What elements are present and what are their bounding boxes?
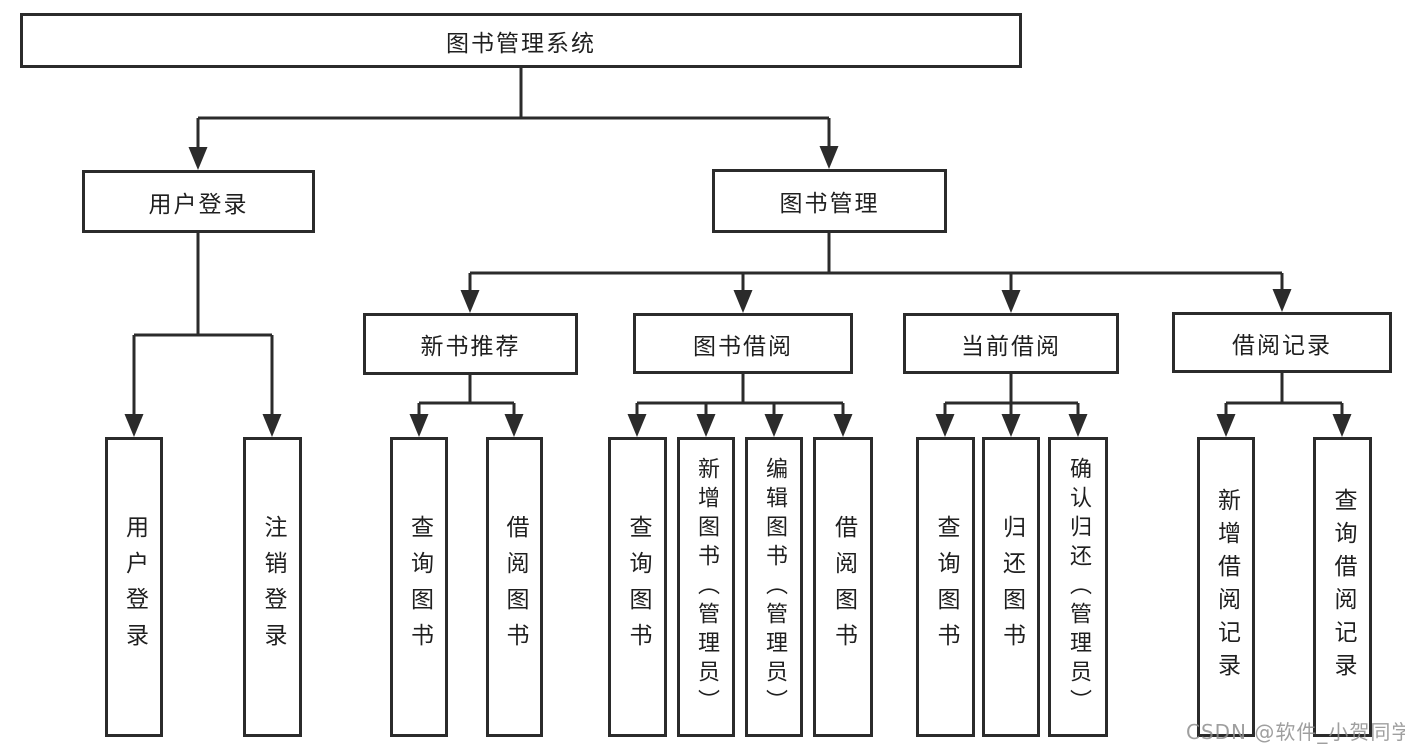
- watermark: CSDN @软件_小贺同学: [1186, 720, 1405, 744]
- node-user-login: 用户登录: [82, 170, 315, 233]
- node-book-management: 图书管理: [712, 169, 947, 233]
- leaf-logout: 注销登录: [243, 437, 302, 737]
- leaf-borrowing-query-books: 查询图书: [608, 437, 667, 737]
- leaf-borrowing-add-books-admin: 新增图书（管理员）: [677, 437, 735, 737]
- node-book-borrowing: 图书借阅: [633, 313, 853, 374]
- leaf-current-confirm-return-admin: 确认归还（管理员）: [1048, 437, 1108, 737]
- leaf-newbook-query-books: 查询图书: [390, 437, 448, 737]
- leaf-user-login: 用户登录: [105, 437, 163, 737]
- leaf-records-add-record: 新增借阅记录: [1197, 437, 1255, 737]
- leaf-current-query-books: 查询图书: [916, 437, 975, 737]
- leaf-borrowing-borrow-books: 借阅图书: [813, 437, 873, 737]
- node-borrowing-records: 借阅记录: [1172, 312, 1392, 373]
- node-current-borrowing: 当前借阅: [903, 313, 1119, 374]
- leaf-borrowing-edit-books-admin: 编辑图书（管理员）: [745, 437, 803, 737]
- leaf-records-query-record: 查询借阅记录: [1313, 437, 1372, 737]
- node-library-management-system: 图书管理系统: [20, 13, 1022, 68]
- leaf-current-return-books: 归还图书: [982, 437, 1040, 737]
- leaf-newbook-borrow-books: 借阅图书: [486, 437, 543, 737]
- node-new-book-recommend: 新书推荐: [363, 313, 578, 375]
